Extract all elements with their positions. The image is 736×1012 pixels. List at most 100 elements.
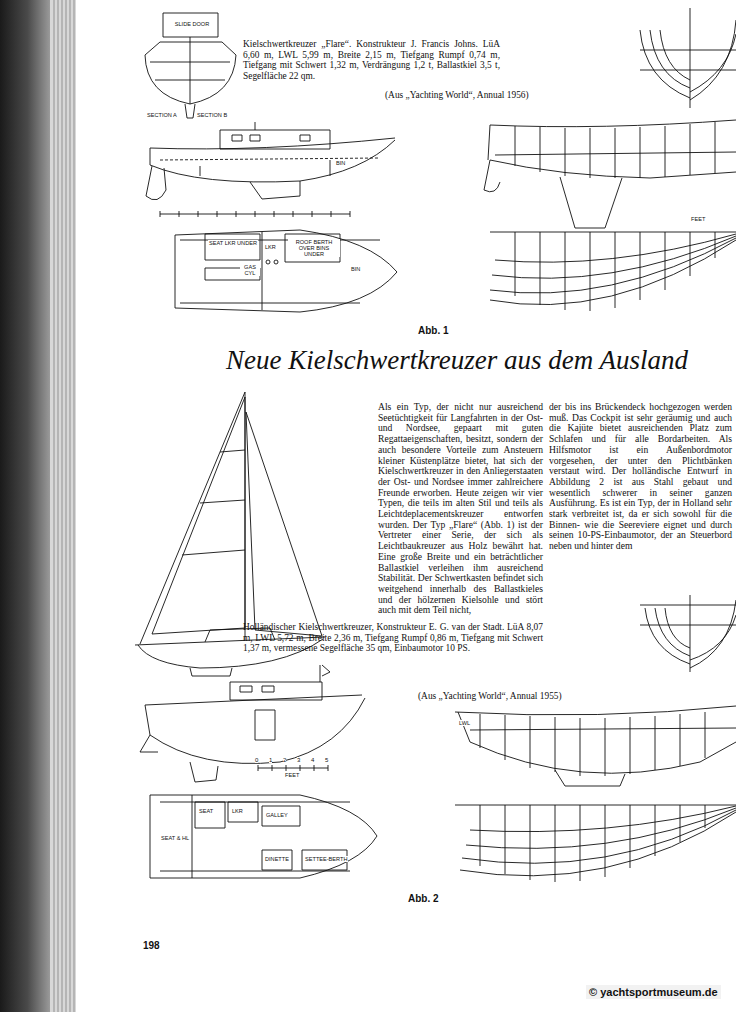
deck-plan	[160, 802, 350, 871]
inboard-profile	[230, 682, 322, 700]
section-drawing	[150, 62, 230, 80]
scale-bar	[258, 765, 328, 771]
body-plan	[640, 50, 736, 70]
section-drawing	[190, 37, 191, 104]
part-label: LKR	[231, 808, 244, 814]
deck-plan	[180, 240, 380, 303]
part-label: GALLEY	[265, 812, 289, 818]
sail-plan	[140, 392, 245, 644]
sail-plan	[182, 450, 245, 555]
inboard-profile	[322, 665, 330, 676]
body-plan	[640, 8, 736, 108]
sail-plan	[152, 397, 245, 634]
lines-profile	[490, 160, 736, 178]
section-drawing	[185, 104, 195, 118]
deck-plan	[274, 260, 278, 264]
book-binding	[58, 0, 59, 1012]
inboard-profile	[250, 181, 300, 199]
body-plan	[690, 595, 691, 672]
body-plan	[640, 605, 736, 625]
deck-plan	[150, 795, 377, 878]
half-breadth-plan	[490, 238, 736, 293]
page-title: Neue Kielschwertkreuzer aus dem Ausland	[226, 344, 688, 376]
book-binding	[0, 0, 76, 1012]
part-label: SLIDE DOOR	[170, 21, 214, 27]
book-binding	[50, 0, 76, 1012]
inboard-profile	[262, 686, 274, 692]
book-binding	[62, 0, 63, 1012]
inboard-profile	[220, 130, 330, 149]
inboard-profile	[140, 665, 365, 782]
part-label: SECTION B	[196, 112, 228, 118]
part-label: DINETTE	[264, 856, 290, 862]
body-text: Als ein Typ, der nicht nur ausreichend S…	[378, 402, 543, 616]
page-number: 198	[143, 940, 160, 951]
deck-plan	[262, 806, 300, 826]
figure-caption: Holländischer Kielschwertkreuzer, Konstr…	[243, 622, 543, 654]
half-breadth-plan	[495, 234, 736, 262]
deck-plan	[262, 850, 292, 870]
body-plan	[690, 600, 736, 668]
scale-bar	[160, 211, 350, 217]
scale-number: 0	[255, 757, 258, 763]
lines-profile	[488, 125, 490, 160]
scale-bar	[258, 765, 328, 771]
part-label: BIN	[335, 160, 346, 166]
inboard-profile	[255, 122, 256, 130]
lines-profile	[455, 706, 736, 786]
source-note: (Aus „Yachting World“, Annual 1955)	[418, 691, 562, 702]
part-label: BIN	[350, 266, 361, 272]
sail-plan	[246, 412, 322, 636]
figure-caption: Kielschwertkreuzer „Flare“. Konstrukteur…	[243, 39, 500, 81]
inboard-profile	[250, 135, 260, 141]
section-drawing	[163, 13, 218, 37]
inboard-profile	[160, 158, 380, 160]
half-breadth-plan	[480, 805, 705, 882]
inboard-profile	[200, 160, 330, 176]
inboard-profile	[146, 122, 395, 200]
half-breadth-plan	[462, 810, 736, 863]
inboard-profile	[232, 135, 242, 141]
lines-profile	[484, 120, 736, 228]
lines-profile	[484, 160, 500, 192]
deck-plan	[150, 795, 377, 878]
deck-plan	[262, 232, 263, 310]
section-drawing	[145, 42, 236, 104]
book-binding	[54, 0, 74, 1012]
part-label: SETTEE-BERTH	[304, 856, 348, 862]
inboard-profile	[190, 762, 218, 782]
half-breadth-plan	[515, 232, 715, 311]
inboard-profile	[150, 148, 151, 165]
inboard-profile	[240, 686, 252, 692]
half-breadth-plan	[490, 232, 736, 311]
scale-number: 1	[269, 757, 272, 763]
part-label: FEET	[690, 216, 706, 222]
figure-number: Abb. 2	[408, 893, 439, 904]
body-plan	[690, 8, 691, 108]
lines-profile	[480, 712, 705, 776]
figure-number: Abb. 1	[418, 325, 449, 336]
scale-number: 5	[325, 757, 328, 763]
page-illustration	[135, 8, 736, 882]
book-binding	[74, 0, 75, 1012]
body-plan	[645, 608, 690, 664]
scale-bar	[160, 211, 350, 217]
deck-plan	[266, 260, 270, 264]
half-breadth-plan	[470, 806, 736, 832]
part-label: ROOF BERTH OVER BINS UNDER	[288, 239, 340, 257]
lines-profile	[458, 712, 736, 773]
lines-profile	[495, 152, 736, 155]
deck-plan	[175, 230, 397, 312]
deck-plan	[175, 230, 397, 312]
inboard-profile	[145, 698, 365, 763]
scale-number: 2	[283, 757, 286, 763]
deck-plan	[192, 795, 193, 878]
inboard-profile	[300, 135, 310, 141]
scale-number: 3	[297, 757, 300, 763]
half-breadth-plan	[455, 805, 736, 882]
inboard-profile	[150, 140, 395, 182]
part-label: GAS CYL	[240, 264, 260, 276]
lines-profile	[515, 122, 715, 178]
scale-number: 4	[311, 757, 314, 763]
watermark: © yachtsportmuseum.de	[586, 985, 721, 999]
